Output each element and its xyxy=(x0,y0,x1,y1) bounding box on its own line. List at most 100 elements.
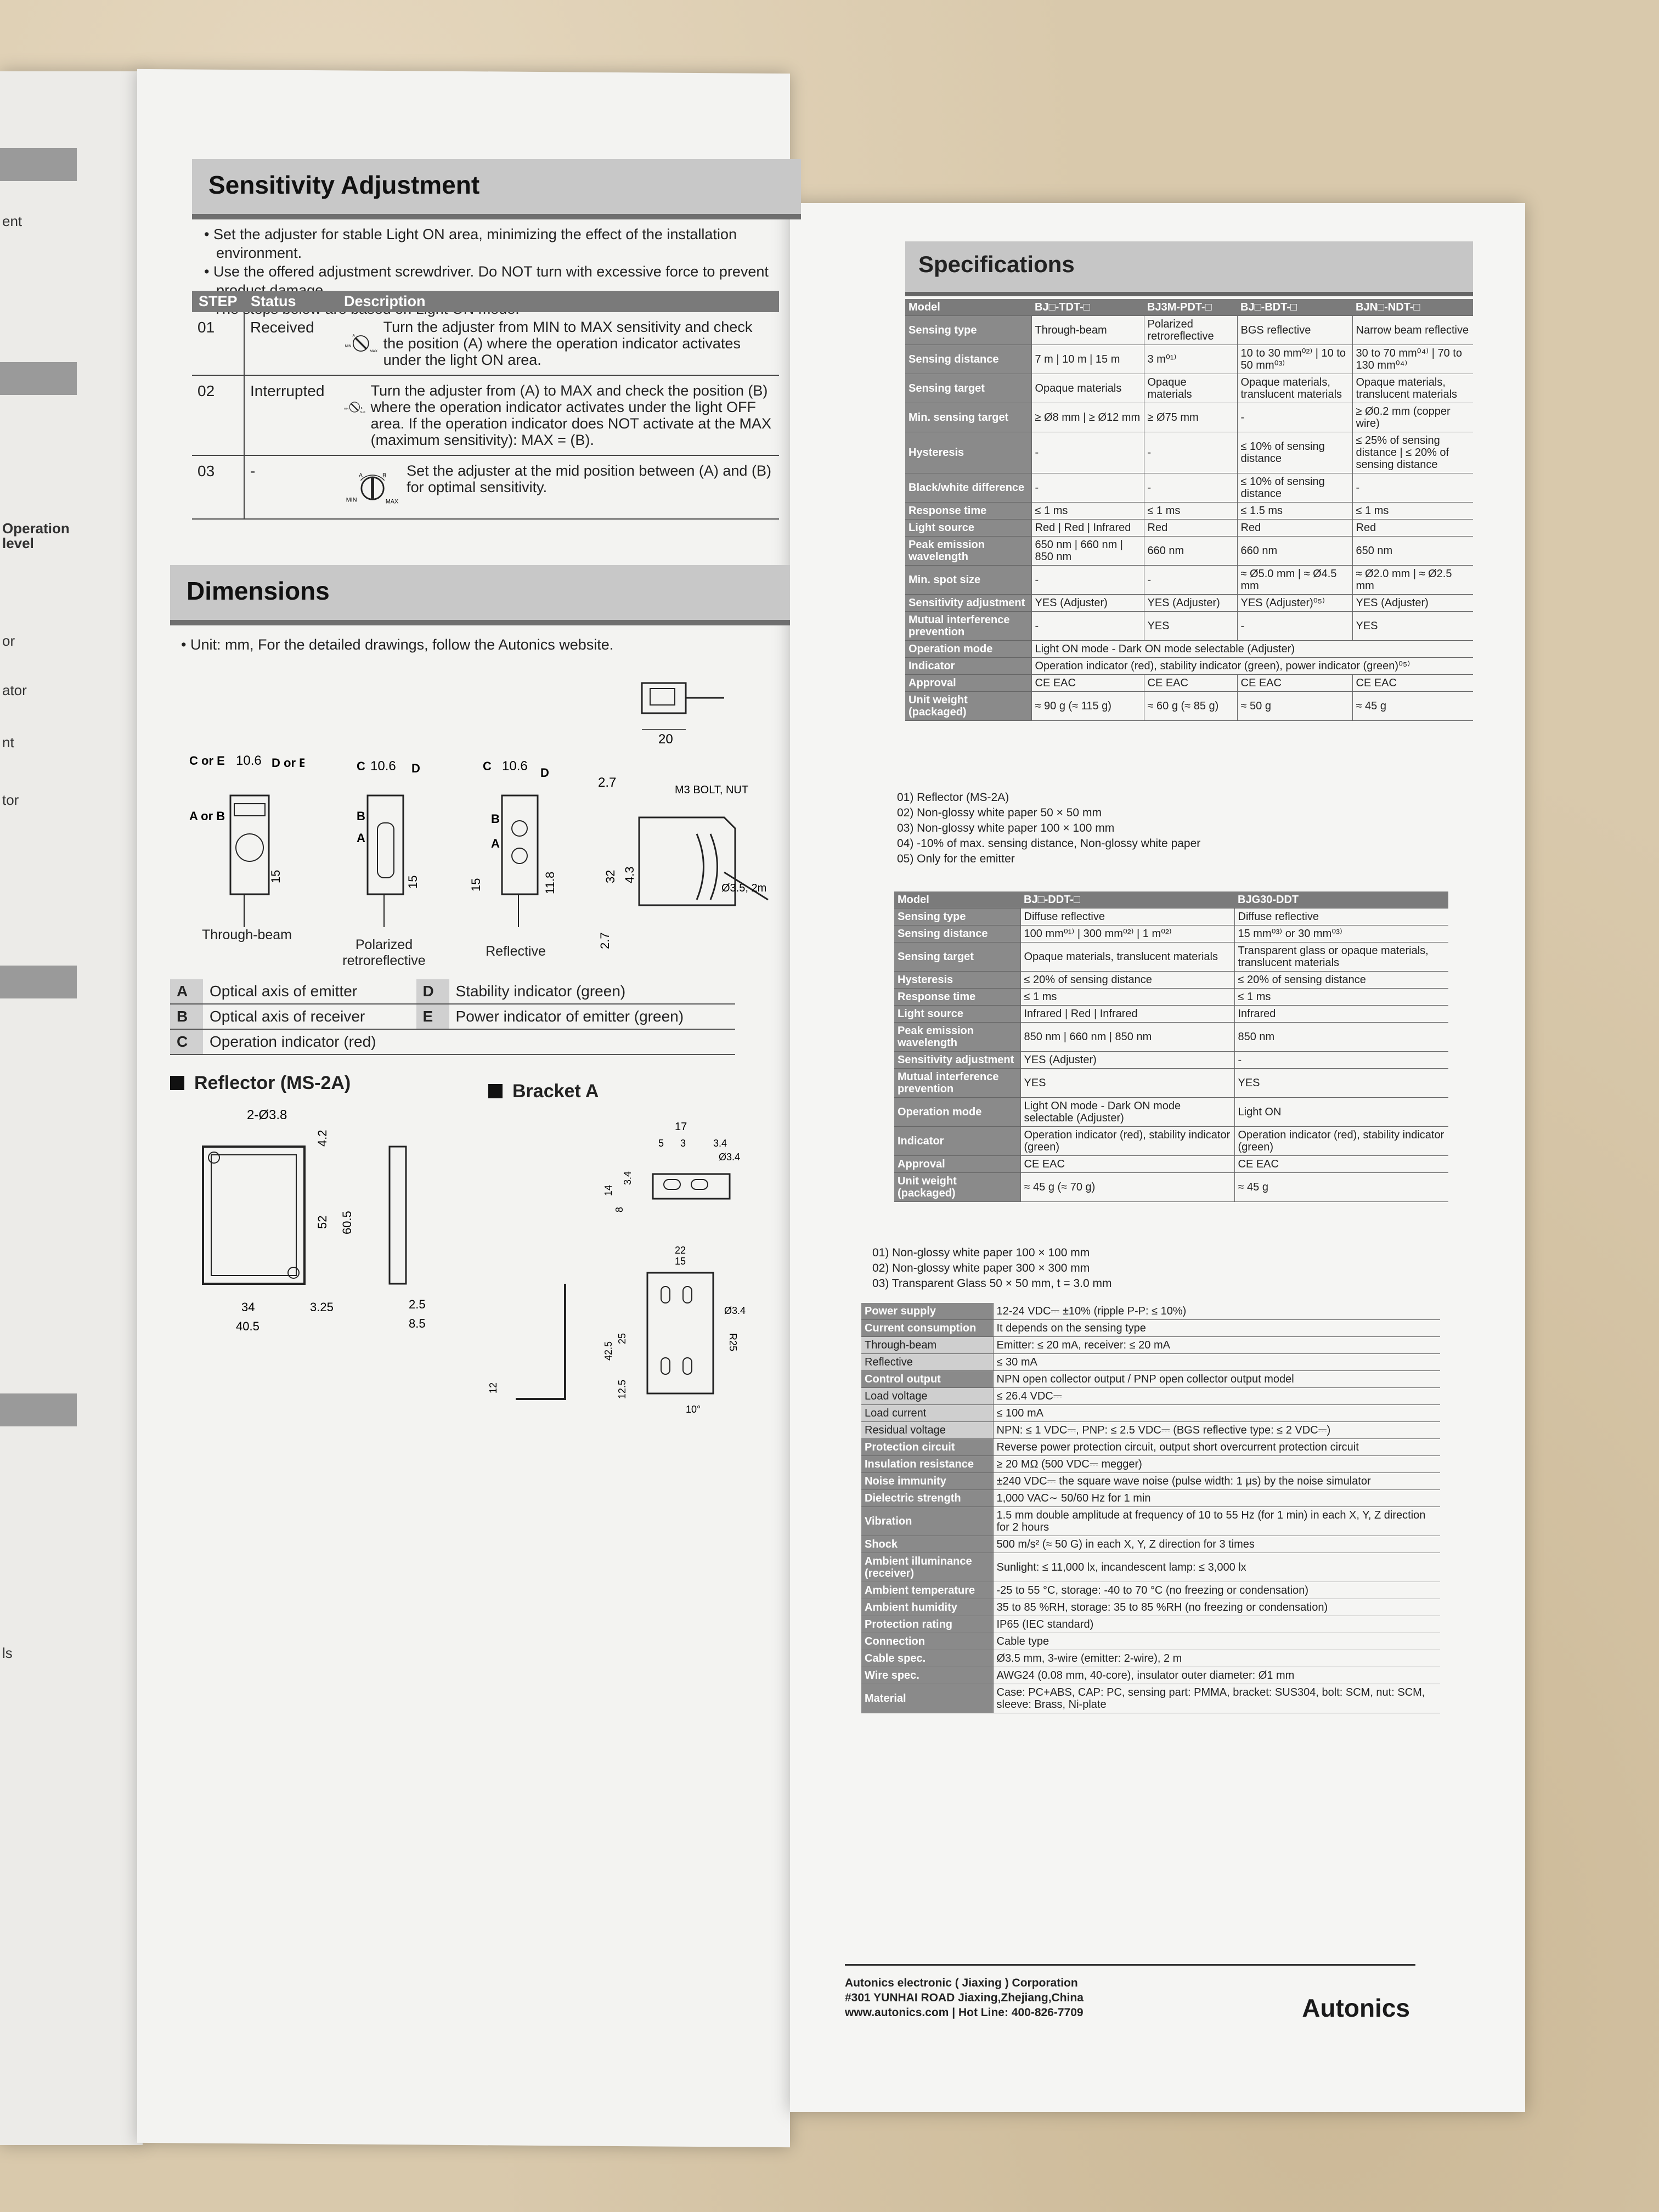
company-contact: www.autonics.com | Hot Line: 400-826-770… xyxy=(845,2006,1084,2019)
table-row: 01 Received MIN MAX A Turn the adjuster … xyxy=(192,312,779,376)
drawing-label: Through-beam xyxy=(202,927,292,943)
row-label: Reflective xyxy=(861,1353,993,1371)
svg-text:2.5: 2.5 xyxy=(409,1297,426,1311)
row-label: Unit weight (packaged) xyxy=(894,1172,1020,1202)
table-cell: Emitter: ≤ 20 mA, receiver: ≤ 20 mA xyxy=(992,1336,1440,1354)
bracket-title: Bracket A xyxy=(488,1081,599,1102)
row-label: Wire spec. xyxy=(861,1667,993,1684)
table-cell: Transparent glass or opaque materials, t… xyxy=(1234,942,1448,972)
row-label: Load current xyxy=(861,1404,993,1422)
legend-row: B Optical axis of receiver E Power indic… xyxy=(170,1004,735,1030)
row-label: Light source xyxy=(905,519,1031,537)
svg-text:4.2: 4.2 xyxy=(315,1130,329,1147)
row-label: Approval xyxy=(894,1155,1020,1173)
col-header: BJ□-TDT-□ xyxy=(1031,299,1144,316)
row-label: Mutual interference prevention xyxy=(905,611,1031,641)
row-label: Sensing type xyxy=(905,315,1031,345)
reflector-title: Reflector (MS-2A) xyxy=(170,1073,351,1094)
step-text: Turn the adjuster from (A) to MAX and ch… xyxy=(370,382,771,448)
svg-text:17: 17 xyxy=(675,1121,687,1133)
row-label: Protection circuit xyxy=(861,1438,993,1456)
row-label: Sensitivity adjustment xyxy=(894,1051,1020,1069)
table-cell: Opaque materials, translucent materials xyxy=(1020,942,1234,972)
svg-text:C: C xyxy=(483,759,492,773)
edge-fragment: ls xyxy=(2,1645,13,1661)
svg-text:40.5: 40.5 xyxy=(236,1319,259,1333)
svg-text:10°: 10° xyxy=(686,1404,701,1415)
specifications-title: Specifications xyxy=(918,251,1075,277)
row-label: Insulation resistance xyxy=(861,1455,993,1473)
table-cell: YES (Adjuster)⁰⁵⁾ xyxy=(1237,594,1352,612)
table-cell: BGS reflective xyxy=(1237,315,1352,345)
row-label: Sensing type xyxy=(894,908,1020,926)
legend-key: D xyxy=(416,979,449,1005)
table-cell: Light ON mode - Dark ON mode selectable … xyxy=(1031,640,1473,658)
row-label: Ambient humidity xyxy=(861,1599,993,1616)
legend-text: Operation indicator (red) xyxy=(203,1029,416,1055)
company-address: #301 YUNHAI ROAD Jiaxing,Zhejiang,China xyxy=(845,1991,1084,2004)
drawing-label: Polarized retroreflective xyxy=(342,937,426,968)
table-cell: - xyxy=(1234,1051,1448,1069)
svg-text:3.4: 3.4 xyxy=(622,1171,633,1185)
table-row: Response time≤ 1 ms≤ 1 ms xyxy=(894,988,1448,1006)
table-cell: Diffuse reflective xyxy=(1020,908,1234,926)
row-label: Peak emission wavelength xyxy=(905,536,1031,566)
legend-key: B xyxy=(170,1004,203,1030)
row-label: Vibration xyxy=(861,1506,993,1536)
col-header: BJ□-DDT-□ xyxy=(1020,891,1234,909)
table-cell: ≈ 45 g xyxy=(1234,1172,1448,1202)
dimension-legend: A Optical axis of emitter D Stability in… xyxy=(170,979,735,1055)
svg-text:20: 20 xyxy=(658,732,673,746)
svg-text:C or E: C or E xyxy=(189,754,225,768)
table-cell: ≤ 1 ms xyxy=(1143,502,1237,520)
table-row: Wire spec.AWG24 (0.08 mm, 40-core), insu… xyxy=(861,1667,1440,1684)
bullet: • Set the adjuster for stable Light ON a… xyxy=(204,226,737,261)
svg-text:M3 BOLT, NUT: M3 BOLT, NUT xyxy=(675,784,748,796)
svg-text:25: 25 xyxy=(617,1333,628,1344)
svg-text:Ø3.4: Ø3.4 xyxy=(719,1152,740,1163)
table-cell: - xyxy=(1352,473,1473,503)
table-cell: 850 nm | 660 nm | 850 nm xyxy=(1020,1022,1234,1052)
page-footer: Autonics electronic ( Jiaxing ) Corporat… xyxy=(845,1964,1415,2022)
legend-key: A xyxy=(170,979,203,1005)
table-cell: ≥ 20 MΩ (500 VDC⎓ megger) xyxy=(992,1455,1440,1473)
table-cell: Reverse power protection circuit, output… xyxy=(992,1438,1440,1456)
svg-text:D or E: D or E xyxy=(272,756,304,770)
col-header: BJG30-DDT xyxy=(1234,891,1448,909)
through-beam-drawing: C or E 10.6 D or E A or B 15 xyxy=(189,753,304,927)
table-cell: Red xyxy=(1237,519,1352,537)
footnote: 01) Reflector (MS-2A) xyxy=(897,791,1009,804)
step-number: 02 xyxy=(192,375,244,456)
step-description-cell: A B MIN MAX Set the adjuster at the mid … xyxy=(337,455,779,520)
table-cell: Polarized retroreflective xyxy=(1143,315,1237,345)
table-row: 02 Interrupted MIN MAX B Turn the adjust… xyxy=(192,375,779,456)
table-cell: ≈ 45 g xyxy=(1352,691,1473,721)
svg-text:15: 15 xyxy=(675,1256,686,1267)
row-label: Noise immunity xyxy=(861,1472,993,1490)
table-cell: ≥ Ø0.2 mm (copper wire) xyxy=(1352,403,1473,432)
legend-text: Power indicator of emitter (green) xyxy=(449,1004,735,1030)
table-row: Response time≤ 1 ms≤ 1 ms≤ 1.5 ms≤ 1 ms xyxy=(905,502,1473,520)
table-cell: CE EAC xyxy=(1234,1155,1448,1173)
table-cell: ≤ 10% of sensing distance xyxy=(1237,473,1352,503)
table-cell: 35 to 85 %RH, storage: 35 to 85 %RH (no … xyxy=(992,1599,1440,1616)
svg-text:D: D xyxy=(411,761,420,775)
legend-text: Optical axis of emitter xyxy=(203,979,416,1005)
svg-text:A or B: A or B xyxy=(189,809,225,823)
svg-text:A: A xyxy=(357,831,365,845)
table-cell: 100 mm⁰¹⁾ | 300 mm⁰²⁾ | 1 m⁰²⁾ xyxy=(1020,925,1234,943)
table-cell: ≤ 26.4 VDC⎓ xyxy=(992,1387,1440,1405)
bracket-drawing: 17 5 3 3.4 Ø3.4 3.4 14 8 22 15 Ø3.4 42.5… xyxy=(488,1121,746,1415)
table-cell: ≤ 1 ms xyxy=(1234,988,1448,1006)
step-status: - xyxy=(244,455,337,520)
table-row: Reflective≤ 30 mA xyxy=(861,1353,1440,1371)
